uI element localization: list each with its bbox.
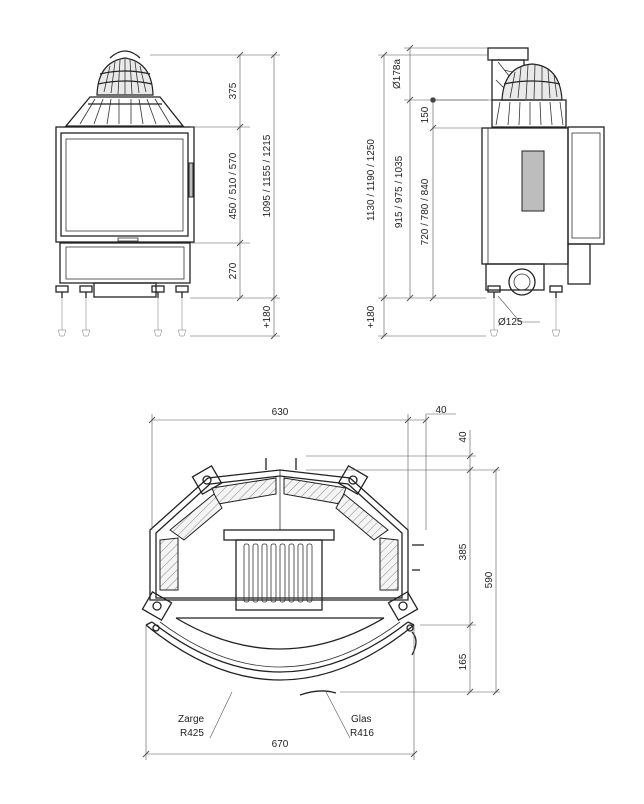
side-dim-air-diameter: Ø125 bbox=[498, 317, 523, 328]
front-dim-top: 375 bbox=[228, 82, 239, 99]
side-legs bbox=[487, 285, 563, 337]
side-dim-opening-1: 915 / 975 / 1035 bbox=[394, 155, 405, 228]
side-dim-legs: +180 bbox=[366, 305, 377, 328]
side-dim-flue-diameter: Ø178a bbox=[392, 59, 403, 89]
side-dome bbox=[491, 63, 567, 128]
plan-dimensions bbox=[142, 413, 500, 760]
plan-insulation bbox=[159, 477, 399, 591]
plan-grate bbox=[223, 470, 335, 611]
front-legs bbox=[55, 285, 189, 337]
plan-dim-right-offset: 40 bbox=[435, 405, 447, 416]
plan-label-glass-radius: R416 bbox=[350, 728, 374, 739]
plan-label-glass: Glas bbox=[351, 714, 372, 725]
plan-outline bbox=[145, 469, 415, 681]
front-flue-dome bbox=[96, 50, 154, 96]
plan-label-frame-radius: R425 bbox=[180, 728, 204, 739]
front-body bbox=[55, 126, 195, 298]
front-hood bbox=[64, 96, 185, 127]
side-dim-opening-2: 720 / 780 / 840 bbox=[420, 178, 431, 245]
plan-dim-depth-total: 590 bbox=[484, 571, 495, 588]
plan-dim-width: 630 bbox=[272, 407, 289, 418]
side-body bbox=[481, 126, 605, 296]
front-dimensions bbox=[150, 51, 280, 340]
plan-dim-depth-mid: 385 bbox=[458, 543, 469, 560]
side-dim-top-offset: 150 bbox=[420, 106, 431, 123]
plan-dim-front: 165 bbox=[458, 653, 469, 670]
plan-view: 630 40 40 385 590 165 670 Zarge R425 Gla… bbox=[141, 405, 500, 760]
front-dim-legs: +180 bbox=[262, 305, 273, 328]
front-view: 375 450 / 510 / 570 270 1095 / 1155 / 12… bbox=[55, 50, 280, 340]
front-dim-bottom: 270 bbox=[228, 262, 239, 279]
plan-top-tabs bbox=[265, 458, 297, 470]
plan-bolts bbox=[141, 464, 424, 696]
plan-label-frame: Zarge bbox=[178, 714, 205, 725]
plan-dim-overall-width: 670 bbox=[272, 739, 289, 750]
front-dim-total: 1095 / 1155 / 1215 bbox=[262, 134, 273, 217]
front-dim-mid: 450 / 510 / 570 bbox=[228, 152, 239, 219]
side-view: Ø178a 1130 / 1190 / 1250 150 915 / 975 /… bbox=[366, 44, 605, 340]
side-dimensions bbox=[378, 44, 540, 340]
side-dim-total: 1130 / 1190 / 1250 bbox=[366, 139, 377, 221]
plan-dim-top-offset: 40 bbox=[458, 431, 469, 443]
